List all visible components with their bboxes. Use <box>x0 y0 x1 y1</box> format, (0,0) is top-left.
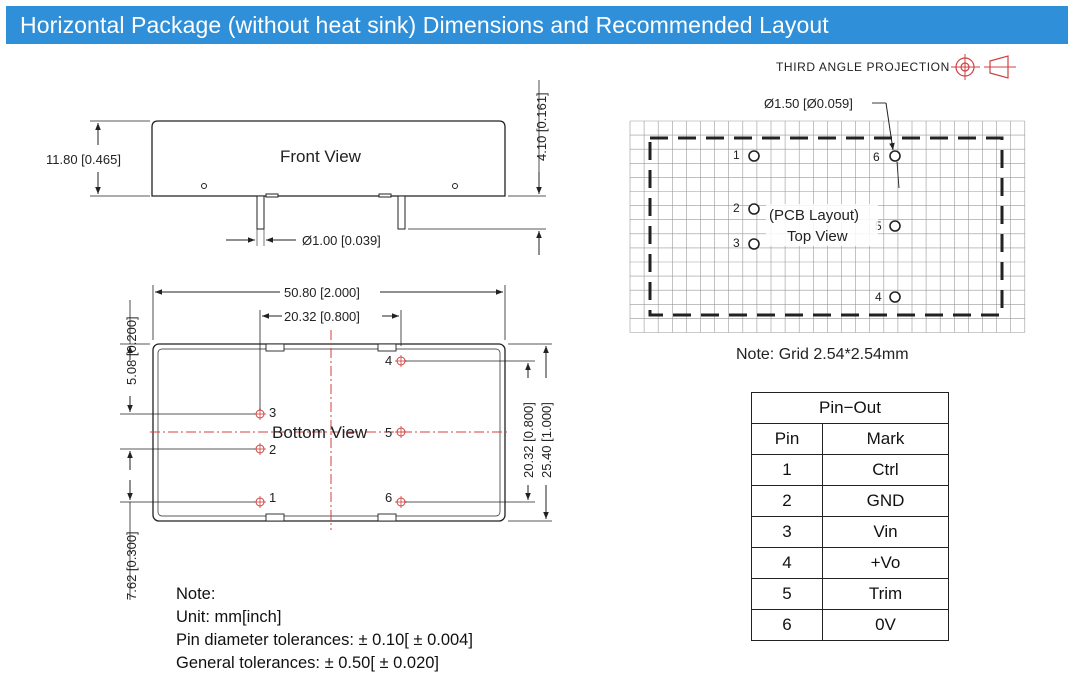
pcb-grid-note: Note: Grid 2.54*2.54mm <box>736 346 909 363</box>
pinout-header-pin: Pin <box>751 423 823 455</box>
front-pin-length-dim: 4.10 [0.161] <box>534 92 549 161</box>
svg-text:3: 3 <box>269 405 276 420</box>
notes-general-tolerance: General tolerances: ± 0.50[ ± 0.020] <box>176 654 440 672</box>
svg-text:6: 6 <box>385 490 392 505</box>
svg-text:6: 6 <box>873 150 880 164</box>
projection-symbol: THIRD ANGLE PROJECTION <box>776 54 1016 80</box>
bottom-view: 1 2 3 4 5 6 Bottom View <box>120 285 554 600</box>
front-view-label: Front View <box>280 147 362 166</box>
pinout-header-mark: Mark <box>822 423 949 455</box>
pcb-pin-4: 4 <box>875 290 901 304</box>
pinout-title: Pin−Out <box>751 392 949 424</box>
svg-text:5: 5 <box>385 425 392 440</box>
pcb-hole-dim: Ø1.50 [Ø0.059] <box>764 96 853 111</box>
pcb-pin-2: 2 <box>733 201 760 215</box>
bottom-pin-spacing-dim: 20.32 [0.800] <box>284 309 360 324</box>
svg-text:2: 2 <box>269 442 276 457</box>
notes-title: Note: <box>176 585 216 603</box>
front-pin-diameter-dim: Ø1.00 [0.039] <box>302 233 381 248</box>
pcb-label-line1: (PCB Layout) <box>769 207 859 224</box>
pcb-pin-6: 6 <box>873 150 901 164</box>
front-height-dim: 11.80 [0.465] <box>46 152 121 167</box>
notes-block: Note: Unit: mm[inch] Pin diameter tolera… <box>176 583 473 675</box>
svg-text:4: 4 <box>875 290 882 304</box>
front-view: Front View 11.80 [0.465] 4.10 [0.161] Ø1… <box>46 80 549 255</box>
projection-label: THIRD ANGLE PROJECTION <box>776 60 950 74</box>
svg-text:1: 1 <box>733 148 740 162</box>
svg-text:3: 3 <box>733 236 740 250</box>
page-title: Horizontal Package (without heat sink) D… <box>20 12 829 38</box>
pcb-pin-3: 3 <box>733 236 760 250</box>
bottom-pin-5: 5 <box>385 425 407 440</box>
bottom-pin-span-dim: 20.32 [0.800] <box>521 402 536 478</box>
svg-text:5: 5 <box>875 219 882 233</box>
notes-unit: Unit: mm[inch] <box>176 608 282 626</box>
bottom-bottom-offset-dim: 7.62 [0.300] <box>124 531 139 600</box>
pcb-pin-5: 5 <box>875 219 901 233</box>
bottom-length-dim: 50.80 [2.000] <box>284 285 360 300</box>
table-row: 4+Vo <box>751 547 949 579</box>
notes-pin-tolerance: Pin diameter tolerances: ± 0.10[ ± 0.004… <box>176 631 473 649</box>
pcb-pin-1: 1 <box>733 148 760 162</box>
svg-text:4: 4 <box>385 353 392 368</box>
projection-cone-icon <box>989 55 1009 79</box>
svg-text:1: 1 <box>269 490 276 505</box>
pcb-label-line2: Top View <box>787 228 848 245</box>
header-banner: Horizontal Package (without heat sink) D… <box>6 6 1068 44</box>
pcb-layout: 1 2 3 4 5 6 (PCB Layout) Top View Ø1.50 … <box>629 95 1026 363</box>
bottom-width-dim: 25.40 [1.000] <box>539 402 554 478</box>
bottom-top-offset-dim: 5.08 [0.200] <box>124 316 139 385</box>
bottom-pin-2: 2 <box>254 442 276 457</box>
bottom-view-label: Bottom View <box>272 423 368 442</box>
svg-text:2: 2 <box>733 201 740 215</box>
bottom-pin-1: 1 <box>254 490 276 508</box>
